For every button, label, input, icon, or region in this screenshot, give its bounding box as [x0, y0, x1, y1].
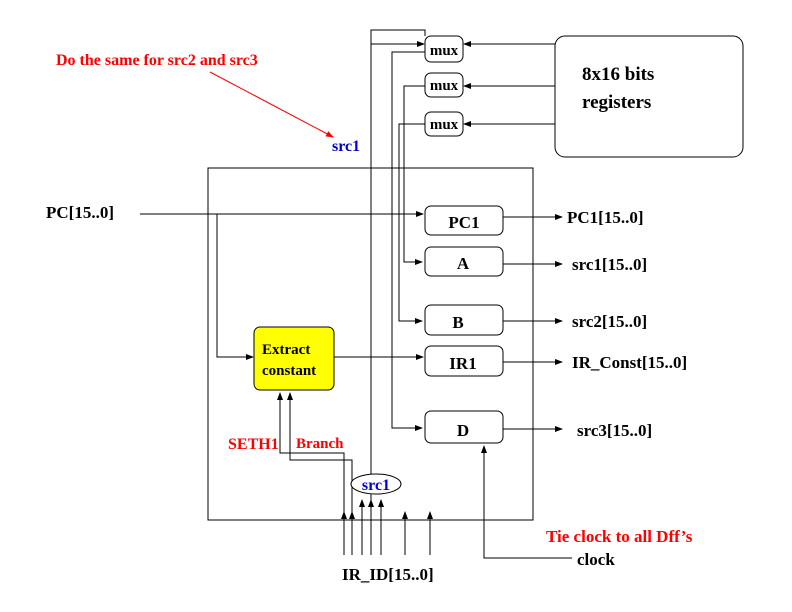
src1-select-line — [370, 29, 426, 500]
register-file-line2: registers — [582, 92, 651, 113]
mux3-to-b-wire — [398, 123, 425, 324]
register-file-box — [554, 35, 744, 158]
extract-constant-block — [253, 326, 335, 391]
src2-output-label: src2[15..0] — [572, 312, 647, 331]
annotation-pointer-arrow — [209, 71, 334, 138]
do-same-annotation: Do the same for src2 and src3 — [56, 52, 258, 69]
src1-field-oval — [350, 473, 402, 495]
pc1-register — [424, 205, 504, 236]
pc1-output-label: PC1[15..0] — [567, 208, 643, 227]
pc1-register-label: PC1 — [448, 213, 479, 232]
clock-wire — [481, 445, 572, 559]
a-register-label: A — [457, 254, 470, 273]
branch-control-wire — [287, 392, 353, 555]
ir-id-input-label: IR_ID[15..0] — [342, 565, 434, 584]
mux1-to-d-wire — [391, 51, 425, 431]
d-register — [424, 410, 504, 444]
pc-to-extract-wire — [216, 214, 254, 360]
src1-field-label: src1 — [362, 477, 390, 494]
src1-output-label: src1[15..0] — [572, 255, 647, 274]
d-register-label: D — [457, 421, 469, 440]
branch-label: Branch — [296, 436, 344, 452]
b-register-label: B — [452, 313, 463, 332]
src3-output-label: src3[15..0] — [577, 421, 652, 440]
mux2-to-a-wire — [403, 85, 425, 265]
extract-constant-line2: constant — [262, 363, 316, 379]
mux-src1 — [424, 35, 464, 63]
register-file-line1: 8x16 bits — [582, 64, 654, 85]
a-register — [424, 246, 504, 277]
clock-input-label: clock — [577, 550, 615, 569]
ir1-register — [424, 345, 504, 377]
b-register — [424, 304, 504, 336]
mux-src3-label: mux — [430, 117, 459, 133]
src1-mux-label: src1 — [332, 138, 360, 155]
ir1-register-label: IR1 — [449, 354, 476, 373]
extract-constant-line1: Extract — [262, 342, 310, 358]
ir-const-output-label: IR_Const[15..0] — [572, 353, 687, 372]
seth1-label: SETH1 — [228, 436, 279, 453]
tie-clock-annotation: Tie clock to all Dff’s — [546, 527, 693, 546]
pc-input-label: PC[15..0] — [46, 203, 114, 222]
mux-src1-label: mux — [430, 43, 459, 59]
seth1-control-wire — [277, 392, 345, 555]
mux-src2-label: mux — [430, 78, 459, 94]
